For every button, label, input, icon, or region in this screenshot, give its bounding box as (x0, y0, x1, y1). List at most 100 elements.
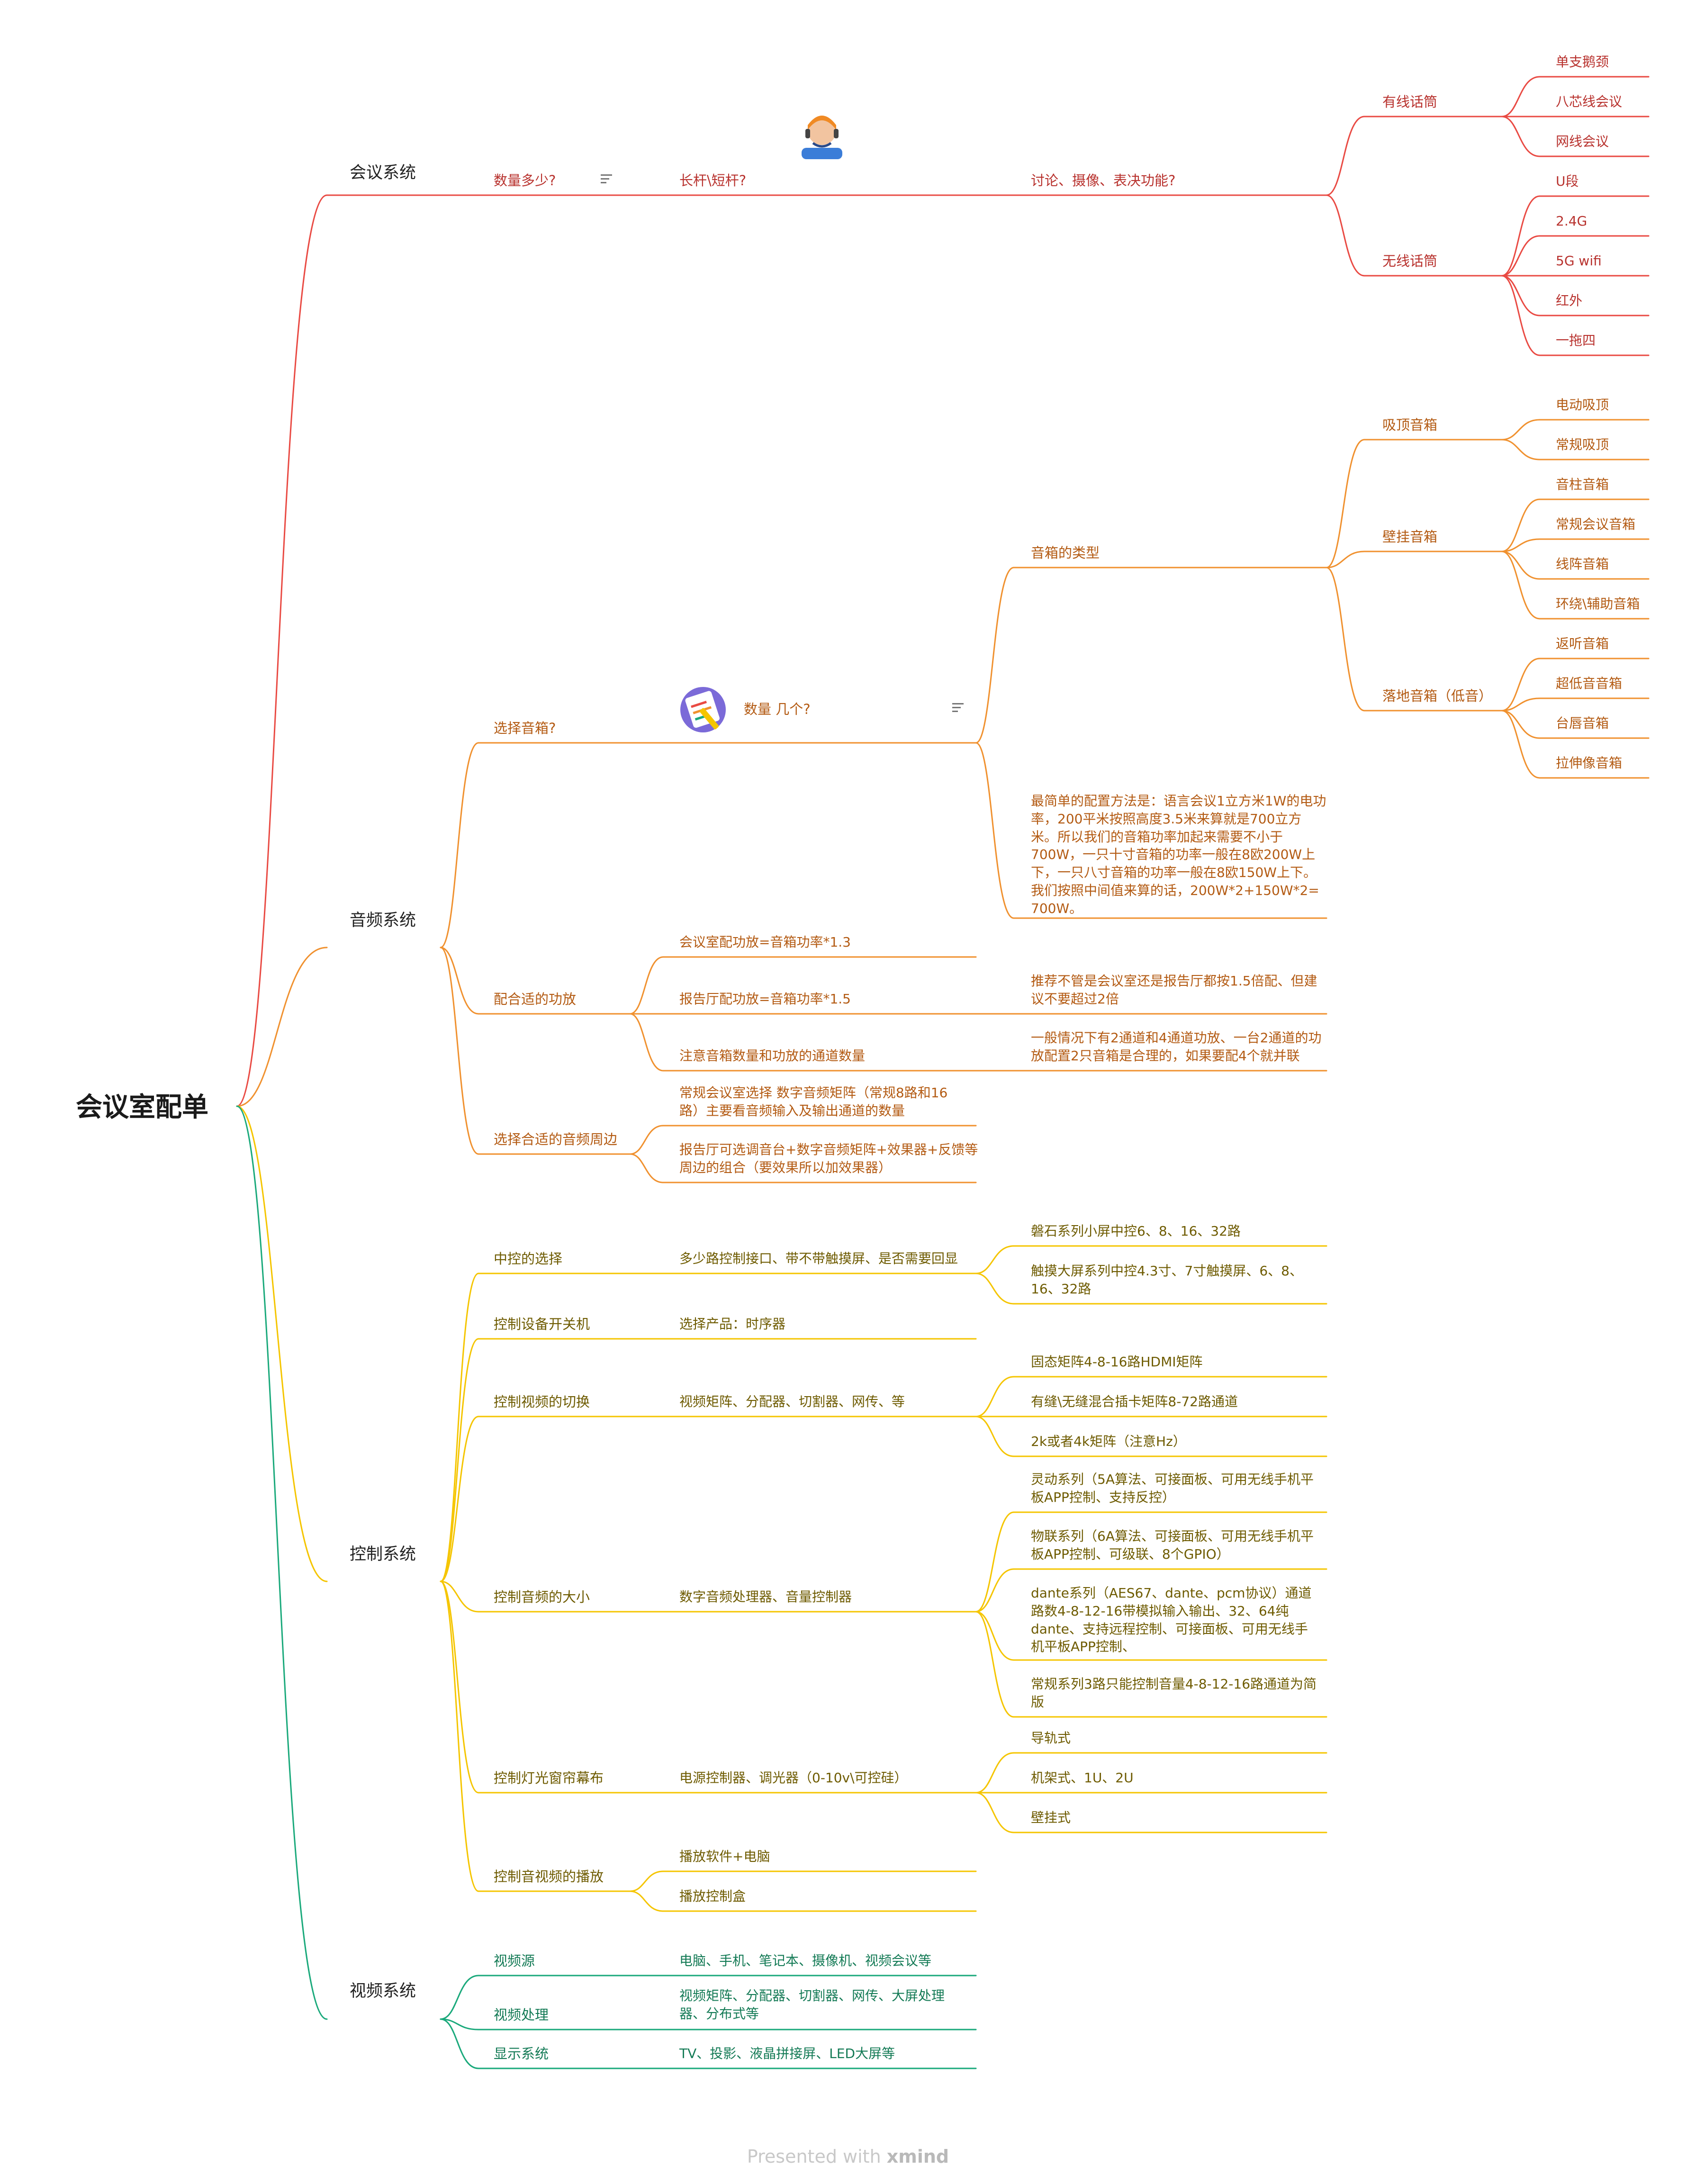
central-control-question[interactable]: 多少路控制接口、带不带触摸屏、是否需要回显 (679, 1251, 958, 1266)
connector-line (975, 1611, 1015, 1718)
matrix-item[interactable]: 有缝\无缝混合插卡矩阵8-72路通道 (1031, 1394, 1238, 1409)
speaker-quantity[interactable]: 数量 几个? (744, 701, 811, 717)
wall-item[interactable]: 音柱音箱 (1556, 477, 1609, 492)
ceiling-item[interactable]: 常规吸顶 (1556, 437, 1609, 452)
floor-item[interactable]: 台唇音箱 (1556, 715, 1609, 731)
meeting-quantity[interactable]: 数量多少? (494, 172, 556, 189)
audio-peripheral[interactable]: 选择合适的音频周边 (494, 1131, 618, 1147)
connector-line (1501, 275, 1541, 316)
display-devices[interactable]: TV、投影、液晶拼接屏、LED大屏等 (679, 2046, 895, 2061)
mount-type[interactable]: 导轨式 (1031, 1730, 1071, 1746)
playback-item[interactable]: 播放控制盒 (679, 1888, 746, 1904)
amplifier-recommend-note[interactable]: 推荐不管是会议室还是报告厅都按1.5倍配、但建议不要超过2倍 (1031, 973, 1317, 1007)
power-sequencer[interactable]: 选择产品：时序器 (679, 1316, 786, 1332)
wall-speaker[interactable]: 壁挂音箱 (1382, 529, 1438, 545)
connector-line (975, 1245, 1015, 1274)
ceiling-speaker[interactable]: 吸顶音箱 (1382, 417, 1438, 433)
root-connector (236, 1105, 328, 2020)
audio-processor[interactable]: 数字音频处理器、音量控制器 (679, 1589, 852, 1605)
connector-line (440, 1580, 479, 1613)
connector-line (440, 947, 479, 1015)
connector-line (1501, 697, 1541, 712)
wireless-item[interactable]: 2.4G (1556, 213, 1588, 229)
root-topic[interactable]: 会议室配单 (76, 1092, 208, 1123)
video-source[interactable]: 视频源 (494, 1953, 535, 1969)
speaker-type[interactable]: 音箱的类型 (1031, 545, 1100, 561)
meeting-pole-length[interactable]: 长杆\短杆? (679, 172, 747, 189)
branch-audio-system[interactable]: 音频系统 (350, 911, 416, 930)
peripheral-lecture-hall[interactable]: 报告厅可选调音台+数字音频矩阵+效果器+反馈等周边的组合（要效果所以加效果器） (679, 1142, 978, 1175)
video-switch-control[interactable]: 控制视频的切换 (494, 1394, 590, 1410)
video-switch-devices[interactable]: 视频矩阵、分配器、切割器、网传、等 (679, 1394, 905, 1409)
connector-line (975, 567, 1015, 744)
branch-control-system[interactable]: 控制系统 (350, 1545, 416, 1564)
connector-line (1501, 551, 1541, 580)
speaker-formula-note[interactable]: 最简单的配置方法是：语言会议1立方米1W的电功率，200平米按照高度3.5米来算… (1031, 793, 1326, 916)
choose-speaker[interactable]: 选择音箱? (494, 720, 556, 736)
wall-item[interactable]: 环绕\辅助音箱 (1556, 596, 1640, 612)
matrix-item[interactable]: 固态矩阵4-8-16路HDMI矩阵 (1031, 1354, 1203, 1370)
wireless-item[interactable]: 红外 (1556, 293, 1583, 308)
wired-microphone[interactable]: 有线话筒 (1382, 94, 1438, 110)
channels-note[interactable]: 一般情况下有2通道和4通道功放、一台2通道的功放配置2只音箱是合理的，如果要配4… (1031, 1030, 1322, 1064)
connector-line (1501, 195, 1541, 277)
notes-icon[interactable] (601, 174, 612, 185)
amplifier-channels[interactable]: 注意音箱数量和功放的通道数量 (679, 1048, 866, 1064)
wireless-item[interactable]: 一拖四 (1556, 333, 1596, 348)
connector-line (1501, 235, 1541, 277)
wired-item[interactable]: 八芯线会议 (1556, 94, 1623, 109)
connector-line (1326, 567, 1365, 712)
meeting-functions[interactable]: 讨论、摄像、表决功能? (1031, 172, 1176, 189)
connector-line (975, 1611, 1015, 1661)
meeting-room-amplifier[interactable]: 会议室配功放=音箱功率*1.3 (679, 934, 851, 950)
power-control[interactable]: 控制设备开关机 (494, 1316, 590, 1332)
video-processing-devices[interactable]: 视频矩阵、分配器、切割器、网传、大屏处理器、分布式等 (679, 1988, 945, 2022)
central-control-small-screen[interactable]: 磐石系列小屏中控6、8、16、32路 (1031, 1223, 1241, 1239)
processor-series-lingdong[interactable]: 灵动系列（5A算法、可接面板、可用无线手机平板APP控制、支持反控） (1031, 1471, 1314, 1505)
floor-item[interactable]: 拉伸像音箱 (1556, 755, 1623, 771)
connector-line (1501, 439, 1541, 460)
connector-line (629, 1125, 664, 1155)
connector-line (1326, 439, 1365, 569)
amplifier-choice[interactable]: 配合适的功放 (494, 991, 577, 1007)
connector-line (1501, 710, 1541, 779)
playback-item[interactable]: 播放软件+电脑 (679, 1849, 770, 1864)
branch-video-system[interactable]: 视频系统 (350, 1982, 416, 2001)
video-processing[interactable]: 视频处理 (494, 2007, 549, 2023)
ceiling-item[interactable]: 电动吸顶 (1556, 397, 1609, 413)
matrix-item[interactable]: 2k或者4k矩阵（注意Hz） (1031, 1434, 1186, 1449)
connector-line (975, 1416, 1015, 1457)
mount-type[interactable]: 机架式、1U、2U (1031, 1770, 1134, 1786)
floor-item[interactable]: 返听音箱 (1556, 636, 1609, 651)
audio-volume-control[interactable]: 控制音频的大小 (494, 1589, 590, 1605)
wall-item[interactable]: 线阵音箱 (1556, 556, 1609, 572)
connector-line (440, 742, 479, 948)
floor-item[interactable]: 超低音音箱 (1556, 676, 1623, 691)
connector-line (440, 1416, 479, 1582)
video-source-devices[interactable]: 电脑、手机、笔记本、摄像机、视频会议等 (679, 1953, 932, 1968)
wireless-item[interactable]: U段 (1556, 173, 1579, 189)
power-dimmer-controller[interactable]: 电源控制器、调光器（0-10v\可控硅） (679, 1770, 908, 1786)
processor-series-dante[interactable]: dante系列（AES67、dante、pcm协议）通道路数4-8-12-16带… (1031, 1585, 1312, 1655)
wireless-microphone[interactable]: 无线话筒 (1382, 253, 1438, 269)
mount-type[interactable]: 壁挂式 (1031, 1810, 1071, 1825)
lecture-hall-amplifier[interactable]: 报告厅配功放=音箱功率*1.5 (679, 991, 851, 1007)
branch-meeting-system[interactable]: 会议系统 (350, 163, 416, 182)
wall-item[interactable]: 常规会议音箱 (1556, 516, 1636, 532)
wired-item[interactable]: 网线会议 (1556, 134, 1609, 149)
wired-item[interactable]: 单支鹅颈 (1556, 54, 1609, 70)
wireless-item[interactable]: 5G wifi (1556, 253, 1602, 269)
processor-series-iot[interactable]: 物联系列（6A算法、可接面板、可用无线手机平板APP控制、可级联、8个GPIO） (1031, 1528, 1314, 1562)
processor-series-regular[interactable]: 常规系列3路只能控制音量4-8-12-16路通道为简版 (1031, 1676, 1317, 1710)
checklist-icon (680, 687, 726, 732)
central-control-choice[interactable]: 中控的选择 (494, 1251, 563, 1267)
central-control-touch-screen[interactable]: 触摸大屏系列中控4.3寸、7寸触摸屏、6、8、16、32路 (1031, 1263, 1303, 1297)
playback-control[interactable]: 控制音视频的播放 (494, 1868, 604, 1885)
connector-line (440, 1272, 479, 1582)
connector-line (975, 1752, 1015, 1794)
display-system[interactable]: 显示系统 (494, 2046, 549, 2062)
floor-speaker[interactable]: 落地音箱（低音） (1382, 688, 1493, 704)
lighting-curtain-control[interactable]: 控制灯光窗帘幕布 (494, 1770, 604, 1786)
notes-icon[interactable] (952, 703, 964, 713)
